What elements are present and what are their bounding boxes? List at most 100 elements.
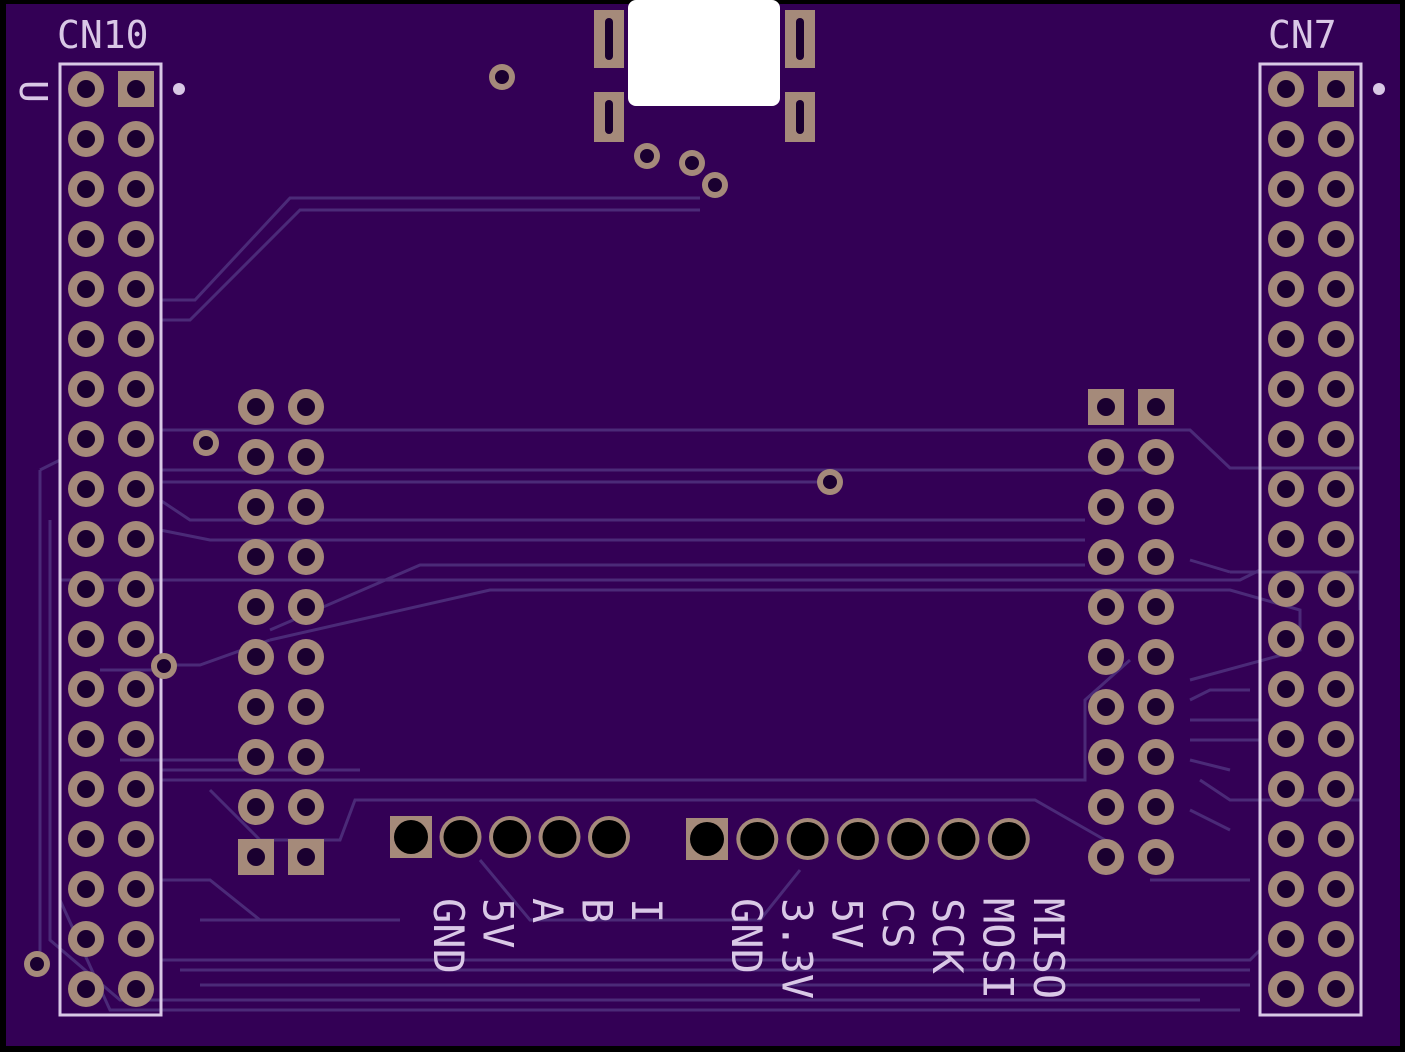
left-header-pin-hole xyxy=(247,598,265,616)
right-header-pin-hole xyxy=(1097,598,1115,616)
cn7-pin-hole xyxy=(1327,980,1345,998)
cn7-pin-hole xyxy=(1277,530,1295,548)
cn10-pin-hole xyxy=(127,980,145,998)
usb-slot-hole xyxy=(605,18,613,60)
connector-a-pin-hole xyxy=(542,820,577,854)
cn10-pin-hole xyxy=(127,430,145,448)
right-header-pin-hole xyxy=(1097,748,1115,766)
connector-b-pin-label: MOSI xyxy=(974,898,1023,999)
cn7-pin-hole xyxy=(1327,380,1345,398)
right-header-pin-hole xyxy=(1147,798,1165,816)
cn7-pin-hole xyxy=(1327,180,1345,198)
right-header-pin-hole xyxy=(1147,698,1165,716)
cn7-pin1-marker xyxy=(1373,83,1385,95)
cn7-pin-hole xyxy=(1277,480,1295,498)
connector-b-pin-label: MISO xyxy=(1024,898,1073,999)
cn10-label: CN10 xyxy=(57,13,149,57)
connector-b-pin-hole xyxy=(840,822,875,856)
connector-b-pin-hole xyxy=(891,822,926,856)
cn10-pin-hole xyxy=(127,130,145,148)
cn10-pin-hole xyxy=(127,580,145,598)
cn10-pin-hole xyxy=(127,930,145,948)
right-header-pin-hole xyxy=(1097,648,1115,666)
right-header-pin-hole xyxy=(1097,698,1115,716)
cn7-pin-hole xyxy=(1277,830,1295,848)
cn10-pin-hole xyxy=(127,180,145,198)
cn7-pin-hole xyxy=(1277,680,1295,698)
left-header-pin-hole xyxy=(297,448,315,466)
cn7-pin-hole xyxy=(1277,130,1295,148)
cn7-pin-hole xyxy=(1327,530,1345,548)
connector-b-pin-label: CS xyxy=(873,898,922,949)
cn10-pin-hole xyxy=(127,630,145,648)
cn7-pin-hole xyxy=(1327,280,1345,298)
left-header-pin-hole xyxy=(247,548,265,566)
left-header-pin-1-hole xyxy=(297,848,315,866)
cn7-pin-hole xyxy=(1327,830,1345,848)
connector-a-pin-hole xyxy=(493,820,527,854)
connector-a-pin-label: A xyxy=(523,898,572,923)
connector-b-pin-label: 5V xyxy=(823,898,872,949)
connector-a-pin-label: I xyxy=(622,898,671,923)
via-hole xyxy=(199,436,213,450)
left-header-pin-hole xyxy=(247,648,265,666)
cn7-pin-hole xyxy=(1277,430,1295,448)
cn10-pin-hole xyxy=(127,330,145,348)
connector-b-pin-hole xyxy=(941,822,976,856)
cn10-pin-hole xyxy=(77,480,95,498)
via-hole xyxy=(157,659,171,673)
left-header-pin-hole xyxy=(297,648,315,666)
cn10-pin-hole xyxy=(127,780,145,798)
left-header-pin-hole xyxy=(247,798,265,816)
cn7-pin-hole xyxy=(1327,430,1345,448)
cn10-pin-hole xyxy=(77,830,95,848)
cn7-pin-hole xyxy=(1327,580,1345,598)
pin-group xyxy=(24,10,1354,1007)
cn10-pin-hole xyxy=(127,530,145,548)
cn7-outline xyxy=(1258,62,1363,1017)
left-header-pin-hole xyxy=(247,448,265,466)
connector-b-pin-hole xyxy=(790,822,825,856)
cn10-pin-hole xyxy=(77,680,95,698)
left-header-pin-hole xyxy=(297,598,315,616)
right-header-pin-hole xyxy=(1097,848,1115,866)
u-label: U xyxy=(11,80,55,103)
cn10-pin-hole xyxy=(127,880,145,898)
via-hole xyxy=(640,149,654,163)
usb-slot-hole xyxy=(605,100,613,134)
left-header-pin-hole xyxy=(247,398,265,416)
cn7-pin-hole xyxy=(1327,130,1345,148)
cn7-pin-hole xyxy=(1277,280,1295,298)
cn7-pin-hole xyxy=(1277,230,1295,248)
cn7-pin-hole xyxy=(1327,330,1345,348)
cn10-pin-hole xyxy=(77,930,95,948)
right-header-pin-hole xyxy=(1147,448,1165,466)
right-header-pin-hole xyxy=(1147,848,1165,866)
cn10-pin-hole xyxy=(127,280,145,298)
right-header-pin-hole xyxy=(1147,648,1165,666)
connector-b-pin-label: GND xyxy=(722,898,771,974)
right-header-pin-1-hole xyxy=(1097,398,1115,416)
connector-a-pin-hole xyxy=(443,820,478,854)
left-header-pin-hole xyxy=(297,798,315,816)
cn7-pin-hole xyxy=(1327,630,1345,648)
cn10-pin-hole xyxy=(77,130,95,148)
left-header-pin-hole xyxy=(297,748,315,766)
connector-b-pin-label: 3.3V xyxy=(772,898,821,999)
via-hole xyxy=(30,957,44,971)
cn10-pin-hole xyxy=(77,230,95,248)
right-header-pin-hole xyxy=(1097,498,1115,516)
cn10-pin-hole xyxy=(77,180,95,198)
via-hole xyxy=(708,178,722,192)
via-hole xyxy=(685,156,699,170)
left-header-pin-hole xyxy=(297,498,315,516)
cn7-pin-hole xyxy=(1277,930,1295,948)
cn7-pin-hole xyxy=(1277,780,1295,798)
cn10-pin-hole xyxy=(77,880,95,898)
cn10-outline xyxy=(58,62,163,1017)
cn10-pin-hole xyxy=(77,980,95,998)
cn7-pin-1-hole xyxy=(1327,80,1345,98)
via-hole xyxy=(495,70,509,84)
cn10-pin-hole xyxy=(77,330,95,348)
